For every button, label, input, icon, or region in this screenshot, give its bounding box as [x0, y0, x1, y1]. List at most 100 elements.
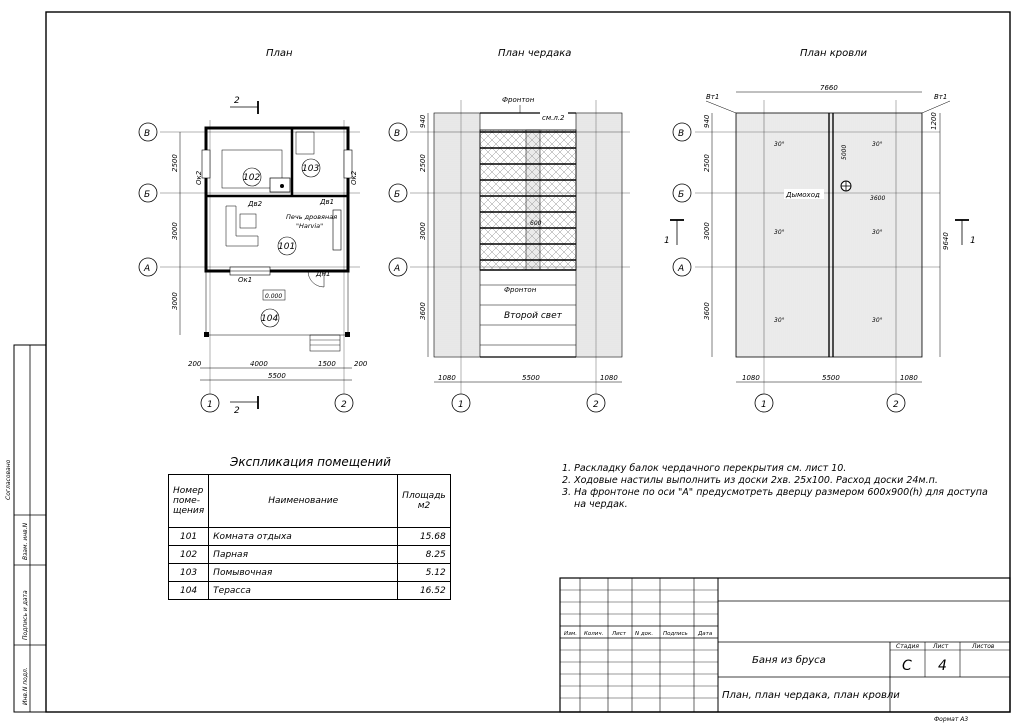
section-mark-1-right: 1: [970, 236, 976, 246]
plan-window-ok2-right: Ок2: [350, 170, 358, 185]
plan-dim-total: 5500: [268, 372, 286, 380]
plan-room-101: 101: [278, 242, 295, 252]
plan-axis-2: 2: [341, 400, 347, 410]
roof-axis-2: 2: [893, 400, 899, 410]
table-row: 101 Комната отдыха 15.68: [167, 527, 451, 546]
room-name: Парная: [208, 545, 399, 564]
roof-vent-right: Вт1: [934, 93, 947, 101]
room-area: 15.68: [397, 527, 451, 546]
stamp-col-podpis: Подпись: [663, 631, 688, 637]
roof-dim-inner-1: 3600: [870, 195, 885, 202]
room-number: 101: [167, 527, 210, 546]
stamp-col-kolich: Колич.: [584, 631, 604, 637]
attic-axis-v: В: [394, 129, 400, 139]
attic-fronton-bottom: Фронтон: [504, 286, 537, 294]
attic-fronton-top: Фронтон: [502, 96, 535, 104]
attic-dim-bottom-3: 1080: [600, 374, 618, 382]
room-number: 103: [167, 563, 210, 582]
attic-title: План чердака: [498, 48, 571, 59]
roof-dim-bottom-1: 1080: [742, 374, 760, 382]
table-row: 102 Парная 8.25: [167, 545, 451, 564]
stamp-col-ndok: N док.: [635, 631, 653, 637]
plan-door-dv1: Дв1: [319, 198, 334, 206]
attic-plan: План чердака В Б А 1 2: [388, 48, 630, 413]
plan-dim-bottom-4: 200: [354, 360, 368, 368]
title-block: Изм. Колич. Лист N док. Подпись Дата Бан…: [559, 577, 1011, 723]
roof-slope-3: 30°: [774, 229, 785, 236]
roof-slope-2: 30°: [872, 141, 883, 148]
stamp-sheets-label: Листов: [971, 643, 995, 650]
side-inv-orig-label: Инв.N подл.: [22, 667, 29, 705]
roof-dim-left-2: 2500: [703, 154, 711, 172]
room-name: Комната отдыха: [208, 527, 399, 546]
note-2: 2. Ходовые настилы выполнить из доски 2х…: [562, 475, 938, 486]
roof-dim-top: 7660: [820, 84, 838, 92]
side-sign-date-label: Подпись и дата: [22, 590, 29, 640]
attic-axis-b: Б: [394, 190, 400, 200]
roof-dim-right-top: 1200: [930, 112, 938, 130]
room-name: Терасса: [208, 581, 399, 600]
roof-dim-left-4: 3600: [703, 302, 711, 320]
table-row: 103 Помывочная 5.12: [167, 563, 451, 582]
section-mark-1-left: 1: [664, 236, 670, 246]
explication-title: Экспликация помещений: [230, 455, 391, 469]
roof-axis-b: Б: [678, 190, 684, 200]
roof-dim-left-1: 940: [703, 114, 711, 128]
room-name: Помывочная: [208, 563, 399, 582]
roof-plan: План кровли В Б А 1 2 Вт1 Вт1 Дымоход 30…: [672, 48, 951, 413]
plan-dim-bottom-2: 4000: [250, 360, 268, 368]
stamp-project: Баня из бруса: [752, 654, 826, 666]
roof-title: План кровли: [800, 48, 868, 59]
side-agreed-label: Согласовано: [5, 459, 12, 500]
roof-dim-bottom-2: 5500: [822, 374, 840, 382]
attic-dim-bottom-1: 1080: [438, 374, 456, 382]
stamp-col-data: Дата: [697, 631, 713, 637]
stamp-sheet-label: Лист: [932, 643, 949, 650]
roof-axis-v: В: [678, 129, 684, 139]
roof-dim-bottom-3: 1080: [900, 374, 918, 382]
attic-spacing: 600: [530, 220, 542, 227]
stamp-format: Формат А3: [934, 716, 968, 723]
explication-table: Номер поме-щения Наименование Площадь м2…: [167, 474, 451, 600]
attic-dim-bottom-2: 5500: [522, 374, 540, 382]
plan-section-mark-bottom: 2: [234, 406, 240, 416]
roof-slope-1: 30°: [774, 141, 785, 148]
floor-plan: План 2 2 В Б А 1 2: [138, 48, 368, 416]
plan-room-102: 102: [243, 173, 260, 183]
plan-dim-left-1: 2500: [171, 154, 179, 172]
plan-dim-left-3: 3000: [171, 292, 179, 310]
attic-sheet-ref: см.л.2: [542, 114, 565, 122]
attic-axis-1: 1: [458, 400, 464, 410]
attic-beams: [480, 131, 576, 346]
roof-axis-a: А: [677, 264, 684, 274]
plan-window-ok2-left: Ок2: [195, 170, 203, 185]
room-area: 16.52: [397, 581, 451, 600]
section-mark-1: 1 1: [664, 219, 976, 246]
plan-section-mark-top: 2: [234, 96, 240, 106]
roof-slope-4: 30°: [872, 229, 883, 236]
room-number: 102: [167, 545, 210, 564]
notes-list: 1. Раскладку балок чердачного перекрытия…: [562, 463, 1002, 511]
roof-dim-inner-2: 5000: [841, 145, 848, 160]
plan-door-dv2: Дв2: [247, 200, 263, 208]
stamp-stage: С: [902, 658, 912, 674]
roof-dim-left-3: 3000: [703, 222, 711, 240]
attic-dim-left-2: 2500: [419, 154, 427, 172]
room-number: 104: [167, 581, 210, 600]
plan-title: План: [266, 48, 293, 59]
plan-axis-v: В: [144, 129, 150, 139]
plan-door-dn1: Дн1: [315, 270, 331, 278]
stamp-col-izm: Изм.: [564, 631, 577, 637]
side-stamp: Согласовано Взам. инв.N Подпись и дата И…: [5, 344, 47, 713]
plan-window-ok1: Ок1: [238, 276, 252, 284]
roof-slope-6: 30°: [872, 317, 883, 324]
plan-axis-1: 1: [207, 400, 213, 410]
attic-dim-left-3: 3000: [419, 222, 427, 240]
explication-header-name: Наименование: [208, 474, 399, 528]
plan-dim-bottom-1: 200: [188, 360, 202, 368]
plan-dim-left-2: 3000: [171, 222, 179, 240]
roof-slope-5: 30°: [774, 317, 785, 324]
explication-header-row: Номер поме-щения Наименование Площадь м2: [167, 474, 451, 528]
roof-vent-left: Вт1: [706, 93, 719, 101]
